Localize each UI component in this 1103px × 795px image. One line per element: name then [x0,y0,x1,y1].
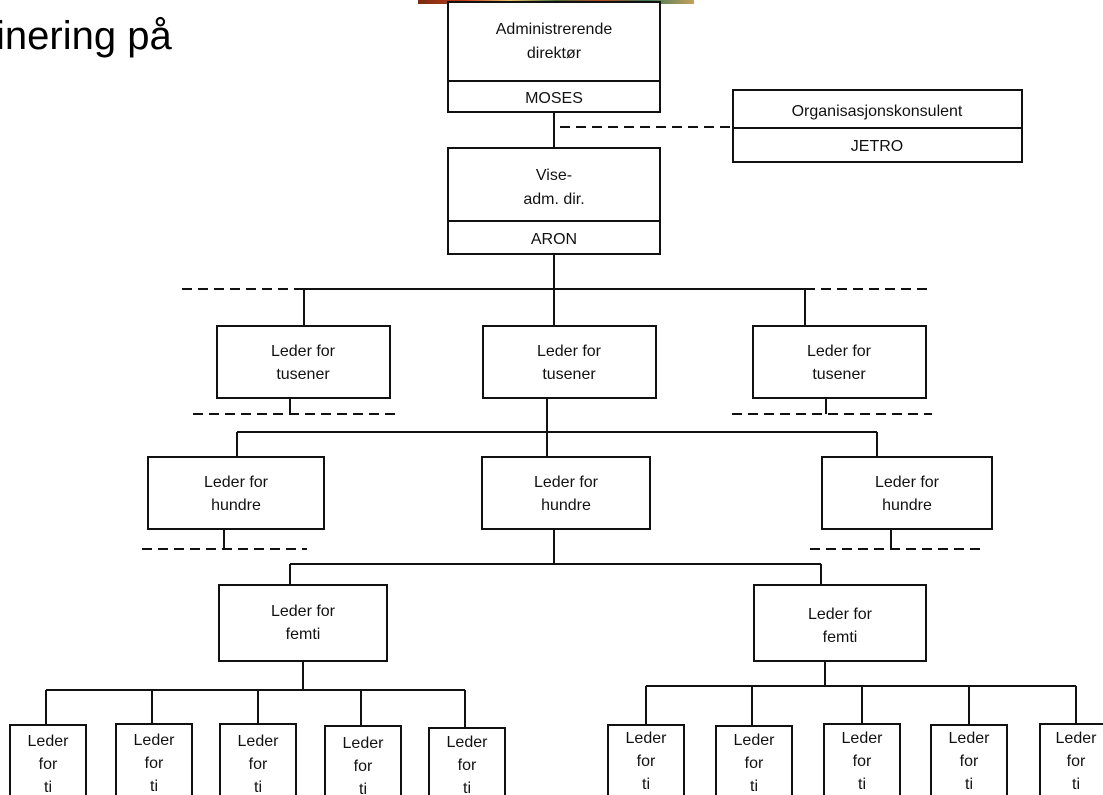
vice-title-line-2: adm. dir. [523,191,584,208]
tens-8-line-1: Leder [842,730,884,747]
director-title-line-1: Administrerende [496,21,613,38]
fifties-1-line-1: Leder for [271,603,336,620]
tens-10-line-3: ti [1072,776,1080,793]
fifties-1-line-2: femti [286,626,321,643]
tens-4-line-2: for [354,758,373,775]
tens-2-line-3: ti [150,778,158,795]
hundreds-2-line-1: Leder for [534,474,599,491]
hundreds-node-3: Leder for hundre [821,456,993,530]
hundreds-1-line-2: hundre [211,497,261,514]
tens-node-2: Leder for ti [115,723,193,795]
tens-10-line-2: for [1067,753,1086,770]
tens-node-6: Leder for ti [607,724,685,795]
tens-8-line-3: ti [858,776,866,793]
vice-title-line-1: Vise- [536,167,572,184]
tens-4-line-1: Leder [343,735,385,752]
tens-7-line-1: Leder [734,732,776,749]
hundreds-3-line-2: hundre [882,497,932,514]
tens-4-line-3: ti [359,781,367,795]
director-name: MOSES [525,90,583,107]
tens-9-line-1: Leder [949,730,991,747]
thousands-node-2: Leder for tusener [482,325,657,399]
thousands-2-line-1: Leder for [537,343,602,360]
tens-1-line-3: ti [44,779,52,795]
tens-3-line-3: ti [254,779,262,795]
tens-8-line-2: for [853,753,872,770]
vice-name: ARON [531,231,577,248]
consultant-name: JETRO [851,138,903,155]
thousands-3-line-2: tusener [812,366,866,383]
tens-5-line-2: for [458,757,477,774]
fifties-node-1: Leder for femti [218,584,388,662]
tens-node-5: Leder for ti [428,727,506,795]
tens-6-line-2: for [637,753,656,770]
tens-node-9: Leder for ti [930,724,1008,795]
tens-10-line-1: Leder [1056,730,1098,747]
tens-node-8: Leder for ti [823,723,901,795]
thousands-1-line-2: tusener [276,366,330,383]
consultant-title: Organisasjonskonsulent [792,103,963,120]
tens-9-line-3: ti [965,776,973,793]
hundreds-2-line-2: hundre [541,497,591,514]
director-title-line-2: direktør [527,45,582,62]
tens-node-1: Leder for ti [9,724,87,795]
hundreds-node-2: Leder for hundre [481,456,651,530]
tens-3-line-1: Leder [238,733,280,750]
consultant-node: Organisasjonskonsulent JETRO [732,89,1023,163]
tens-node-3: Leder for ti [219,723,297,795]
tens-1-line-2: for [39,756,58,773]
thousands-node-3: Leder for tusener [752,325,927,399]
hundreds-node-1: Leder for hundre [147,456,325,530]
hundreds-1-line-1: Leder for [204,474,269,491]
tens-9-line-2: for [960,753,979,770]
tens-node-7: Leder for ti [715,725,793,795]
vice-node: Vise- adm. dir. ARON [447,147,661,255]
tens-3-line-2: for [249,756,268,773]
thousands-2-line-2: tusener [542,366,596,383]
thousands-node-1: Leder for tusener [216,325,391,399]
fifties-node-2: Leder for femti [753,584,927,662]
thousands-3-line-1: Leder for [807,343,872,360]
tens-6-line-1: Leder [626,730,668,747]
tens-7-line-3: ti [750,778,758,795]
page-title: inering på [0,14,172,58]
tens-node-10: Leder for ti [1039,723,1103,795]
thousands-1-line-1: Leder for [271,343,336,360]
director-node: Administrerende direktør MOSES [447,1,661,113]
tens-1-line-1: Leder [28,733,70,750]
fifties-2-line-2: femti [823,629,858,646]
tens-2-line-1: Leder [134,732,176,749]
tens-2-line-2: for [145,755,164,772]
tens-7-line-2: for [745,755,764,772]
tens-node-4: Leder for ti [324,725,402,795]
fifties-2-line-1: Leder for [808,606,873,623]
tens-5-line-3: ti [463,780,471,795]
tens-6-line-3: ti [642,776,650,793]
hundreds-3-line-1: Leder for [875,474,940,491]
tens-5-line-1: Leder [447,734,489,751]
